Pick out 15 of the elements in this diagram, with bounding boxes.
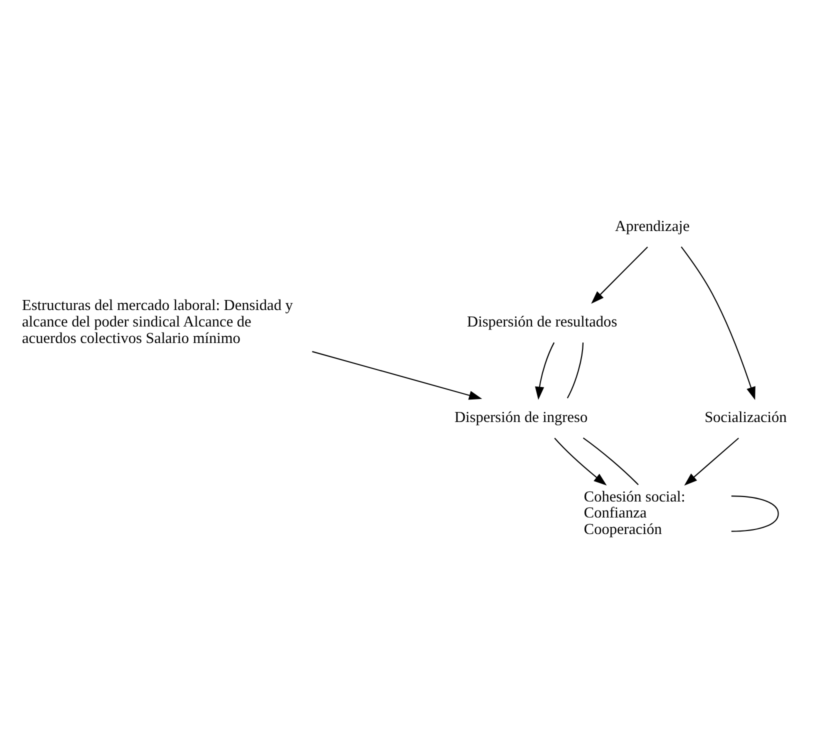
node-text: Estructuras del mercado laboral: Densidad y alcance del poder sindical Alcance de acuerdos colectivos Salario mínimo [22, 296, 293, 347]
connector [566, 342, 584, 398]
arrow [554, 437, 607, 486]
node-text: Aprendizaje [615, 218, 690, 235]
node-text: Cohesión social: Confianza Cooperación [584, 488, 686, 538]
node-text: Socialización [704, 408, 787, 426]
arrow [312, 350, 482, 400]
arrow [684, 437, 739, 486]
arrow [680, 246, 756, 400]
node-text: Dispersión de resultados [467, 313, 618, 330]
connector [582, 436, 639, 485]
arrow [591, 246, 648, 304]
arrow [535, 342, 555, 400]
connector [731, 495, 779, 532]
node-text: Dispersión de ingreso [454, 408, 588, 426]
